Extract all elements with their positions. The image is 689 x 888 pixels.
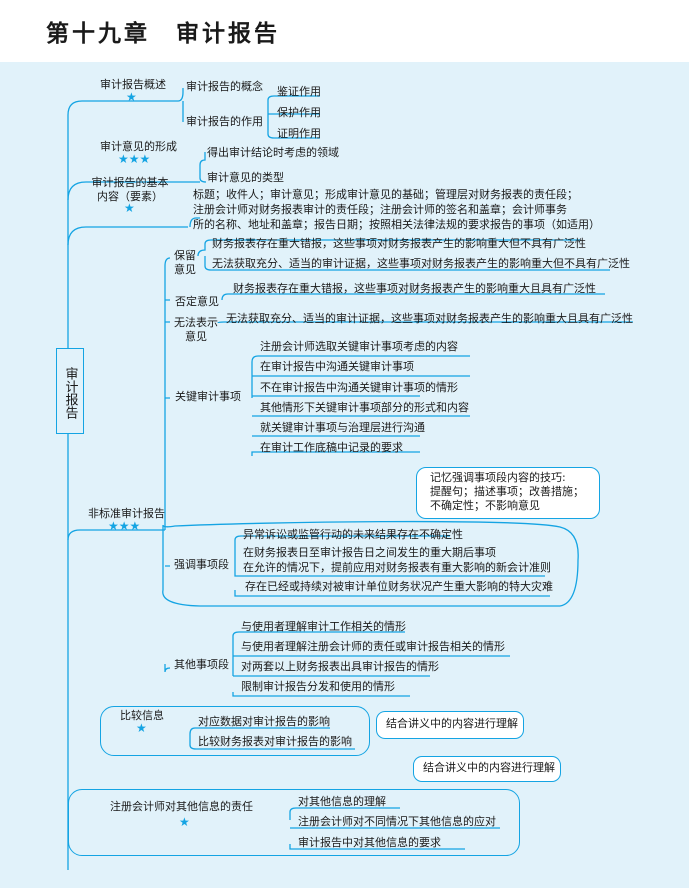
label-line: 意见	[185, 330, 207, 343]
root-node: 审计报告	[56, 348, 84, 434]
qualified-item: 无法获取充分、适当的审计证据，这些事项对财务报表产生的影响重大但不具有广泛性	[212, 257, 630, 270]
other-label: 其他事项段	[174, 658, 229, 671]
label-line: 无法表示	[174, 316, 218, 329]
overview-concept: 审计报告的概念	[186, 80, 263, 93]
role-item: 保护作用	[277, 106, 321, 119]
overview-label: 审计报告概述	[100, 78, 166, 91]
other-item: 对两套以上财务报表出具审计报告的情形	[241, 660, 439, 673]
kam-label: 关键审计事项	[175, 390, 241, 403]
comparative-item: 比较财务报表对审计报告的影响	[198, 735, 352, 748]
adverse-item: 财务报表存在重大错报，这些事项对财务报表产生的影响重大且具有广泛性	[233, 282, 596, 295]
star-icon: ★	[136, 721, 147, 735]
content-line: 所的名称、地址和盖章；报告日期；按照相关法律法规的要求报告的事项（如适用）	[193, 218, 600, 231]
kam-item: 就关键审计事项与治理层进行沟通	[260, 421, 425, 434]
comparative-label: 比较信息	[120, 709, 164, 722]
star-icon: ★★★	[118, 152, 151, 166]
formation-item: 审计意见的类型	[207, 171, 284, 184]
formation-item: 得出审计结论时考虑的领域	[207, 146, 339, 159]
kam-item: 不在审计报告中沟通关键审计事项的情形	[260, 381, 458, 394]
otherinfo-tip-callout	[413, 756, 561, 782]
kam-item: 在审计工作底稿中记录的要求	[260, 441, 403, 454]
qualified-item: 财务报表存在重大错报，这些事项对财务报表产生的影响重大但不具有广泛性	[212, 237, 586, 250]
otherinfo-item: 审计报告中对其他信息的要求	[298, 836, 441, 849]
disclaimer-label: 无法表示意见	[170, 316, 222, 344]
adverse-label: 否定意见	[175, 295, 219, 308]
label-line: 意见	[174, 263, 196, 276]
star-icon: ★	[124, 201, 135, 215]
otherinfo-item: 对其他信息的理解	[298, 795, 386, 808]
content-label: 审计报告的基本内容（要素）	[90, 176, 170, 204]
emphasis-item: 异常诉讼或监管行动的未来结果存在不确定性	[243, 528, 463, 541]
emphasis-label: 强调事项段	[174, 558, 229, 571]
role-item: 鉴证作用	[277, 85, 321, 98]
role-item: 证明作用	[277, 127, 321, 140]
content-label-line: 审计报告的基本	[91, 176, 169, 189]
page-title: 第十九章 审计报告	[46, 21, 280, 47]
otherinfo-label: 注册会计师对其他信息的责任	[110, 800, 253, 813]
label-line: 保留	[174, 249, 196, 262]
comparative-tip-callout	[376, 711, 524, 739]
comparative-tip: 结合讲义中的内容进行理解	[386, 717, 518, 730]
emphasis-tip-callout	[416, 467, 600, 519]
kam-item: 注册会计师选取关键审计事项考虑的内容	[260, 340, 458, 353]
disclaimer-item: 无法获取充分、适当的审计证据，这些事项对财务报表产生的影响重大且具有广泛性	[226, 312, 633, 325]
content-line: 注册会计师对财务报表审计的责任段；注册会计师的签名和盖章；会计师事务	[193, 203, 567, 216]
header	[0, 0, 689, 62]
content-label-line: 内容（要素）	[97, 190, 163, 203]
tip-line: 提醒句；描述事项；改善措施；	[430, 485, 584, 498]
emphasis-item: 在允许的情况下，提前应用对财务报表有重大影响的新会计准则	[243, 561, 551, 574]
formation-label: 审计意见的形成	[100, 140, 177, 153]
overview-role: 审计报告的作用	[186, 115, 263, 128]
tip-line: 记忆强调事项段内容的技巧:	[430, 471, 566, 484]
content-line: 标题；收件人；审计意见；形成审计意见的基础；管理层对财务报表的责任段；	[193, 188, 578, 201]
otherinfo-tip: 结合讲义中的内容进行理解	[423, 761, 555, 774]
other-item: 与使用者理解审计工作相关的情形	[241, 620, 406, 633]
kam-item: 在审计报告中沟通关键审计事项	[260, 360, 414, 373]
kam-item: 其他情形下关键审计事项部分的形式和内容	[260, 401, 469, 414]
qualified-label: 保留意见	[172, 249, 198, 277]
emphasis-item: 在财务报表日至审计报告日之间发生的重大期后事项	[243, 546, 496, 559]
emphasis-item: 存在已经或持续对被审计单位财务状况产生重大影响的特大灾难	[245, 580, 553, 593]
comparative-item: 对应数据对审计报告的影响	[198, 715, 330, 728]
nonstandard-label: 非标准审计报告	[88, 507, 165, 520]
star-icon: ★★★	[108, 519, 141, 533]
star-icon: ★	[179, 815, 190, 829]
comparative-box	[100, 706, 370, 756]
other-item: 与使用者理解注册会计师的责任或审计报告相关的情形	[241, 640, 505, 653]
tip-line: 不确定性；不影响意见	[430, 499, 540, 512]
star-icon: ★	[126, 90, 137, 104]
otherinfo-item: 注册会计师对不同情况下其他信息的应对	[298, 815, 496, 828]
otherinfo-box	[68, 789, 520, 856]
other-item: 限制审计报告分发和使用的情形	[241, 680, 395, 693]
